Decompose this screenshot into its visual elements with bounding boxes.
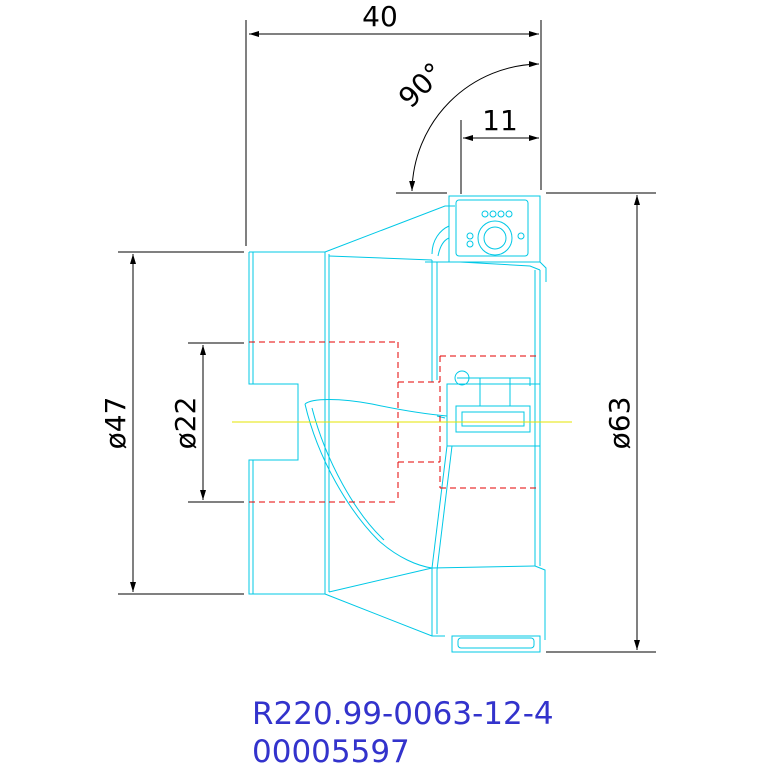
cutter-body-outline	[248, 195, 547, 653]
item-code: 00005597	[252, 734, 410, 767]
dim-hub-diameter: ø47	[99, 397, 132, 450]
dimension-lines	[118, 20, 656, 653]
dim-bore-diameter: ø22	[169, 397, 202, 450]
dim-overall-length: 40	[362, 0, 398, 33]
dim-entering-angle: 90°	[392, 56, 450, 114]
dim-insert-offset: 11	[482, 104, 518, 137]
dim-cutter-diameter: ø63	[603, 397, 636, 450]
part-number: R220.99-0063-12-4	[252, 696, 554, 732]
